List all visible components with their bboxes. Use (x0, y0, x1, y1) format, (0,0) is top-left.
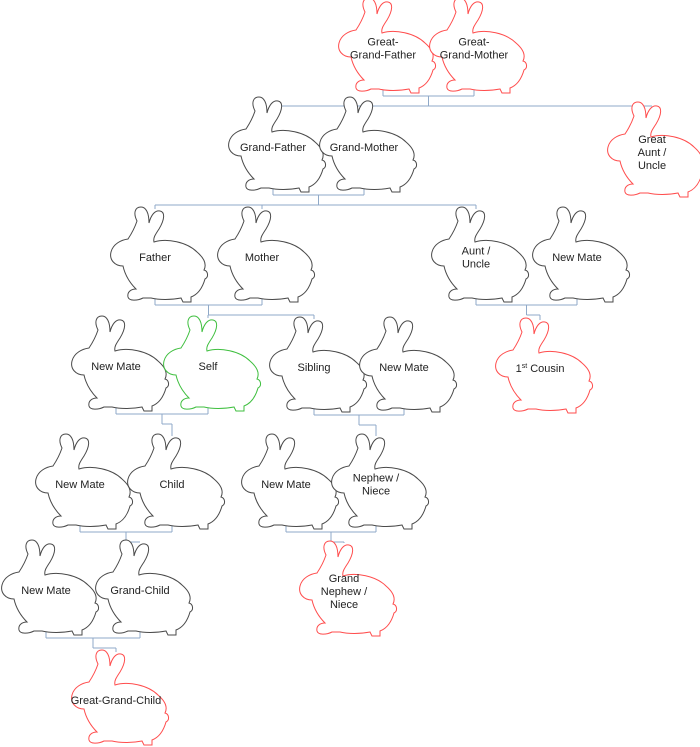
member-label: New Mate (261, 479, 311, 491)
member-label: Great- (367, 37, 399, 49)
member-label: Grand-Mother (330, 142, 399, 154)
member-great-grandfather: Great-Grand-Father (338, 0, 437, 94)
member-sibling-mate: New Mate (359, 316, 458, 413)
member-self-mate: New Mate (71, 315, 170, 412)
member-mother: Mother (217, 206, 316, 303)
member-label: Father (139, 252, 171, 264)
member-label: New Mate (552, 252, 602, 264)
member-label: New Mate (21, 585, 71, 597)
member-child-mate: New Mate (35, 433, 134, 530)
member-label: Grand (329, 573, 360, 585)
member-label: New Mate (91, 361, 141, 373)
member-nephew-niece: Nephew /Niece (331, 433, 430, 530)
member-label: Great-Grand-Child (71, 695, 161, 707)
member-label: 1st Cousin (516, 363, 565, 375)
member-label: Nephew / (353, 473, 400, 485)
member-nephew-mate: New Mate (241, 433, 340, 530)
member-grandmother: Grand-Mother (319, 96, 418, 193)
member-label: Sibling (297, 362, 330, 374)
member-child: Child (127, 433, 226, 530)
member-label: Uncle (462, 259, 490, 271)
member-label: Aunt / (462, 246, 492, 258)
member-father: Father (110, 206, 209, 303)
member-aunt-uncle: Aunt /Uncle (431, 206, 530, 303)
member-label: Grand-Child (110, 585, 169, 597)
member-self: Self (163, 315, 262, 412)
member-sibling: Sibling (269, 316, 368, 413)
member-grandchild-mate: New Mate (1, 539, 100, 636)
member-label: Grand-Father (240, 142, 306, 154)
member-aunt-uncle-mate: New Mate (532, 206, 631, 303)
member-label: Niece (362, 486, 390, 498)
member-label: Grand-Father (350, 50, 416, 62)
member-label: Self (199, 361, 219, 373)
member-label: Uncle (638, 160, 666, 172)
member-first-cousin: 1st Cousin (495, 317, 594, 414)
member-label: Niece (330, 599, 358, 611)
connector-lines (45, 90, 652, 652)
member-label: Nephew / (321, 586, 368, 598)
member-label: New Mate (379, 362, 429, 374)
member-label: Grand-Mother (440, 50, 509, 62)
member-label: Child (159, 479, 184, 491)
member-label: New Mate (55, 479, 105, 491)
member-label: Great (638, 134, 666, 146)
member-label: Great- (458, 37, 490, 49)
member-label: Aunt / (638, 147, 668, 159)
member-grandchild: Grand-Child (95, 539, 194, 636)
member-great-grandmother: Great-Grand-Mother (429, 0, 528, 94)
member-great-grandchild: Great-Grand-Child (71, 649, 170, 746)
member-grandfather: Grand-Father (228, 96, 327, 193)
member-label: Mother (245, 252, 280, 264)
